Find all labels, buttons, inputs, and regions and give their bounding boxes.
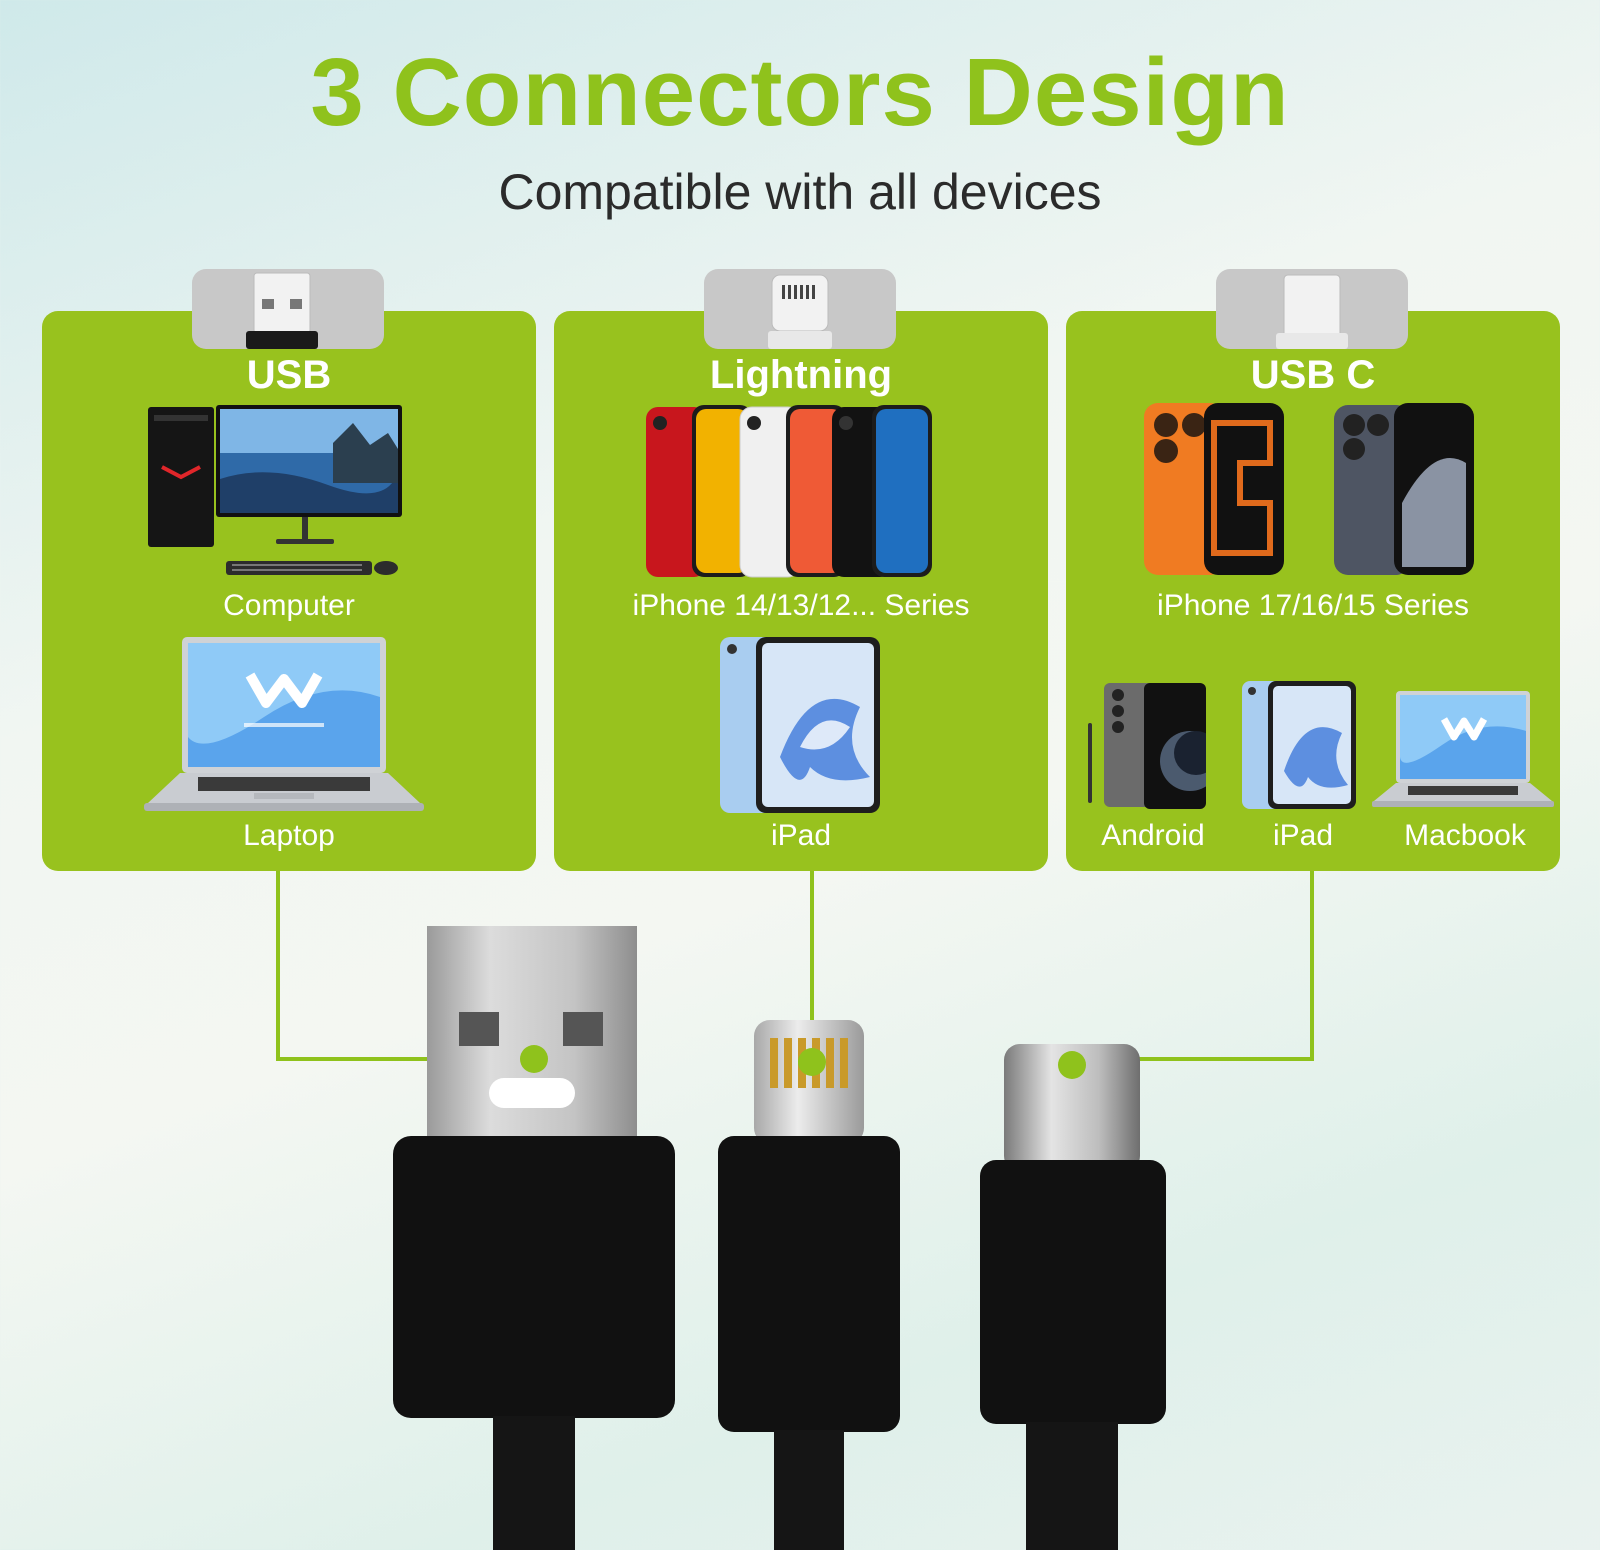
lightning-connector-line — [810, 871, 814, 1057]
desktop-computer-icon — [148, 405, 402, 575]
page-subtitle: Compatible with all devices — [498, 164, 1102, 220]
usb-connector-line-vertical — [276, 871, 280, 1061]
page-title: 3 Connectors Design — [310, 39, 1290, 146]
usb-connector-tab — [192, 269, 384, 349]
usb-a-cable-image — [393, 926, 675, 1550]
lightning-panel: Lightning iPhone 14/13/12... Series iPad — [554, 269, 1048, 871]
lightning-panel-title: Lightning — [709, 353, 893, 397]
usb-a-connector-icon — [246, 272, 318, 349]
macbook-icon — [1372, 691, 1554, 807]
macbook-label: Macbook — [1404, 819, 1526, 852]
usb-c-panel: USB C iPhone 17/16/15 Series Android iPa… — [1066, 269, 1560, 871]
usb-c-cable-image — [980, 1044, 1166, 1550]
android-phone-icon — [1088, 683, 1206, 809]
usb-c-connector-dot — [1058, 1051, 1086, 1079]
usb-panel-title: USB — [246, 353, 332, 397]
computer-label: Computer — [223, 589, 355, 622]
laptop-label: Laptop — [243, 819, 335, 852]
ipad-label-usb-c: iPad — [1272, 819, 1334, 852]
usb-connector-dot-front — [520, 1045, 548, 1073]
usb-c-connector-line-vertical — [1310, 871, 1314, 1061]
usb-connector-line-horizontal — [276, 1057, 534, 1061]
ipad-icon — [720, 637, 880, 813]
usb-c-connector-icon — [1276, 274, 1348, 349]
usb-panel: USB Computer Laptop — [42, 269, 536, 871]
iphone-lineup-icon — [646, 405, 932, 578]
usb-c-connector-tab — [1216, 269, 1408, 349]
usb-c-panel-title: USB C — [1250, 353, 1376, 397]
iphone-pair-icon — [1144, 403, 1474, 575]
lightning-connector-tab — [704, 269, 896, 349]
lightning-connector-icon — [768, 274, 832, 349]
ipad-label-lightning: iPad — [770, 819, 832, 852]
iphone-14-13-12-label: iPhone 14/13/12... Series — [632, 589, 970, 622]
laptop-icon — [144, 637, 424, 811]
usb-c-connector-line-horizontal — [1068, 1057, 1314, 1061]
iphone-17-16-15-label: iPhone 17/16/15 Series — [1157, 589, 1469, 622]
android-label: Android — [1101, 819, 1205, 852]
ipad-icon — [1242, 681, 1356, 809]
lightning-connector-dot — [798, 1048, 826, 1076]
lightning-cable-image — [718, 1020, 900, 1550]
